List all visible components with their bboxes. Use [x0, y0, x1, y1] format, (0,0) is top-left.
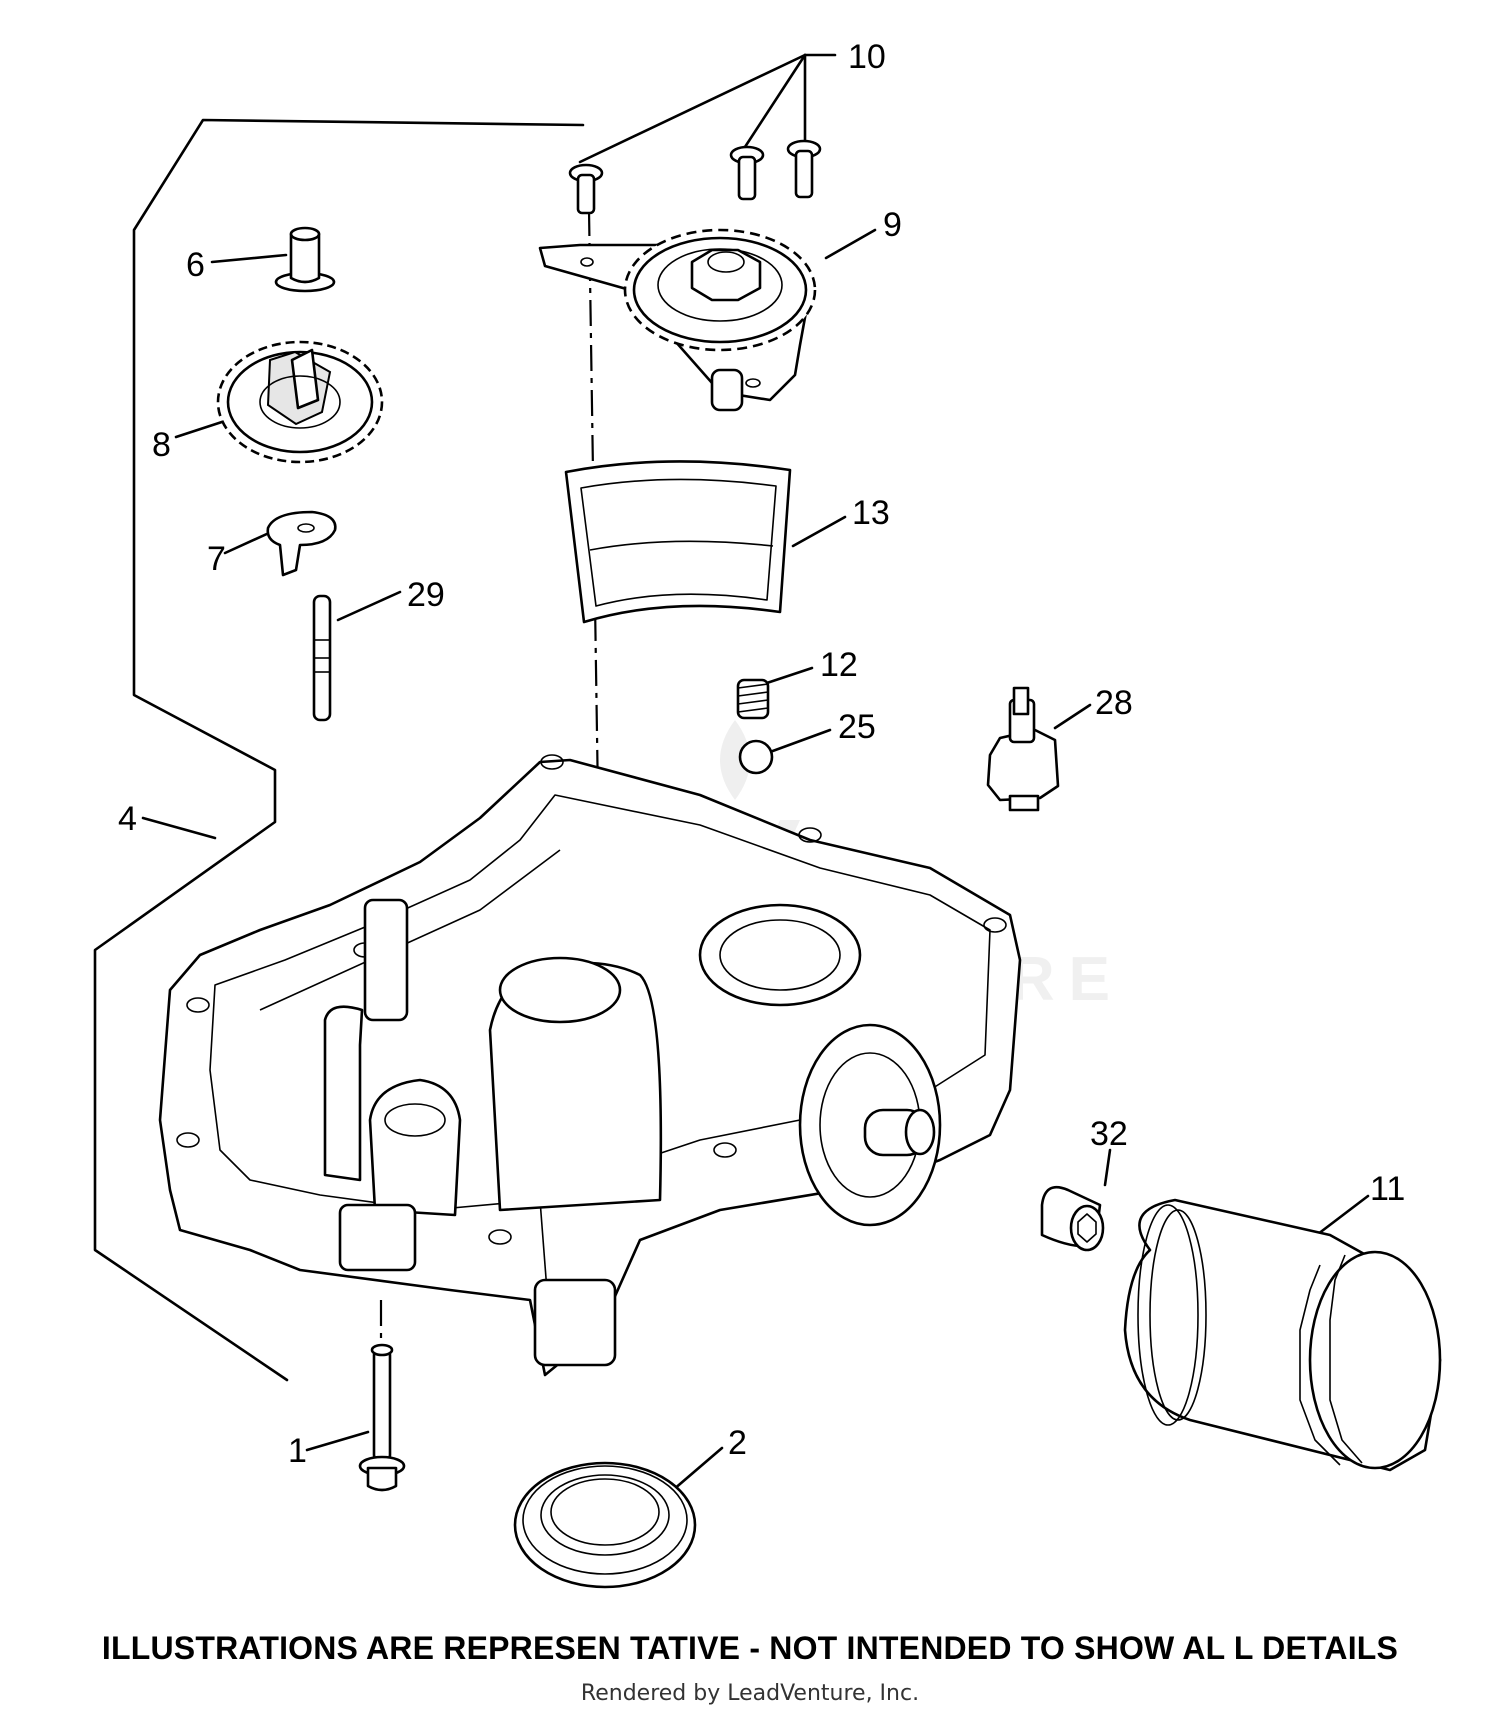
callout-29: 29 — [407, 576, 445, 614]
callout-1: 1 — [288, 1432, 307, 1470]
part-11-oil-filter — [1123, 1198, 1442, 1472]
part-8-governor-gear — [216, 340, 384, 464]
group-bracket-line — [93, 118, 585, 1382]
part-25-check-ball — [738, 739, 774, 775]
part-32-filter-adapter — [1040, 1185, 1105, 1252]
disclaimer-text: ILLUSTRATIONS ARE REPRESEN TATIVE - NOT … — [101, 1630, 1399, 1666]
part-7-washer — [266, 510, 337, 577]
callout-6: 6 — [186, 246, 205, 284]
callout-9: 9 — [883, 206, 902, 244]
part-9-oil-pump-assembly — [538, 228, 817, 412]
callout-32: 32 — [1090, 1115, 1128, 1153]
part-12-spring — [736, 678, 770, 720]
callout-7: 7 — [207, 540, 226, 578]
callout-11: 11 — [1370, 1170, 1405, 1208]
exploded-parts-diagram: LEADVENTURE — [93, 38, 1442, 1589]
callout-8: 8 — [152, 426, 171, 464]
callout-13: 13 — [852, 494, 890, 532]
rendered-by-credit: Rendered by LeadVenture, Inc. — [580, 1681, 920, 1706]
callout-labels: 6 8 7 29 4 10 9 13 12 25 28 32 11 1 2 — [118, 38, 1405, 1470]
part-2-oil-seal — [513, 1461, 697, 1589]
callout-12: 12 — [820, 646, 858, 684]
callout-2: 2 — [728, 1424, 747, 1462]
part-6-dowel-pin — [274, 226, 336, 293]
callout-25: 25 — [838, 708, 876, 746]
part-13-oil-screen — [564, 460, 792, 624]
part-29-shaft — [312, 594, 332, 722]
part-10-screws — [568, 139, 822, 215]
callout-4: 4 — [118, 800, 137, 838]
callout-28: 28 — [1095, 684, 1133, 722]
callout-10: 10 — [848, 38, 886, 76]
part-1-bolt — [358, 1343, 406, 1492]
part-4-crankcase-base — [158, 754, 1022, 1377]
part-28-oil-pressure-switch — [986, 686, 1060, 812]
